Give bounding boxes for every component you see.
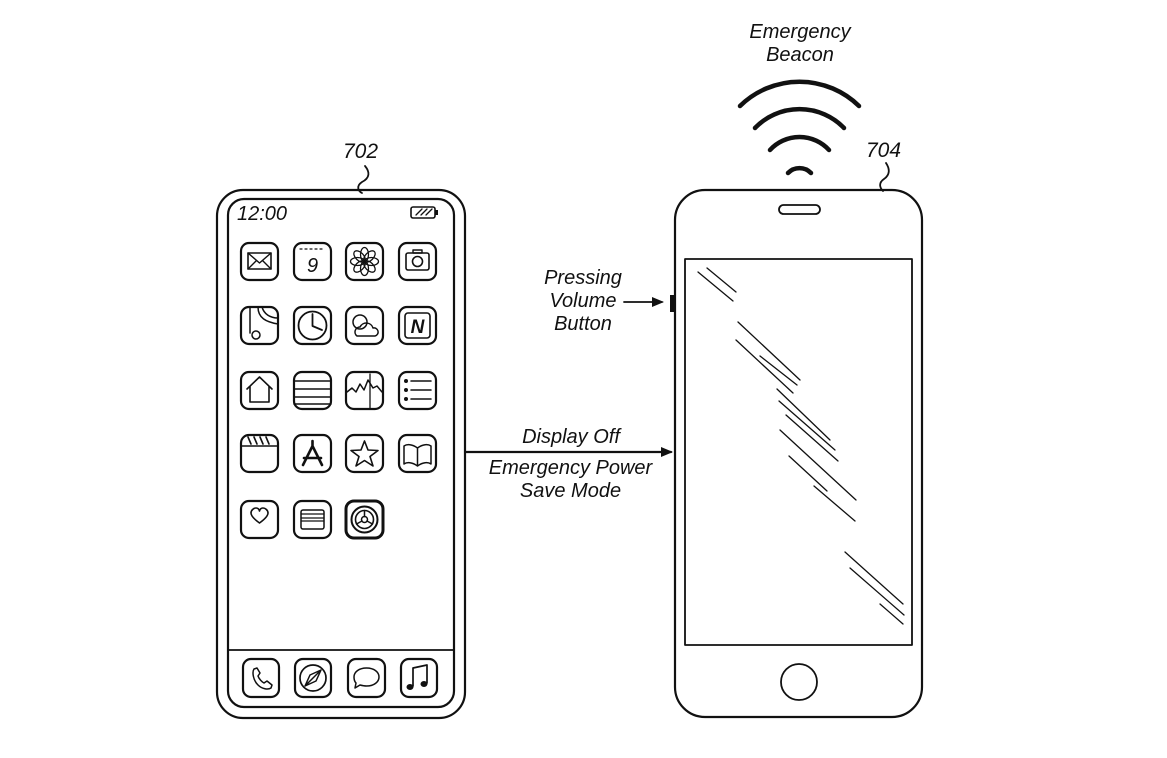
home-button[interactable] (780, 663, 818, 701)
itunes-star-icon[interactable] (344, 433, 385, 474)
volume-button (670, 295, 675, 312)
power-save-label: Emergency Power Save Mode (483, 457, 658, 503)
power-save-line-2: Save Mode (519, 480, 622, 502)
right-phone-body (673, 188, 924, 719)
news-letter: N (411, 317, 426, 338)
app-store-icon[interactable] (292, 433, 333, 474)
camera-icon[interactable] (397, 241, 438, 282)
messages-icon[interactable] (346, 657, 387, 699)
earpiece-speaker (778, 204, 821, 215)
pressing-line-2: Volume (549, 290, 617, 312)
stocks-icon[interactable] (344, 370, 385, 411)
left-phone-body (215, 188, 467, 720)
notes-icon[interactable] (292, 370, 333, 411)
calendar-day: 9 (307, 255, 318, 277)
maps-icon[interactable] (239, 305, 280, 346)
status-time: 12:00 (237, 203, 288, 225)
beacon-label: Emergency Beacon (740, 21, 860, 67)
screen-glare-lines (697, 267, 905, 625)
reference-704: 704 (866, 139, 902, 162)
pressing-line-3: Button (554, 313, 612, 335)
battery-icon (410, 206, 438, 219)
left-phone: 9 (215, 165, 467, 720)
leader-704 (879, 162, 890, 192)
mail-icon[interactable] (239, 241, 280, 282)
left-phone-screen (226, 197, 456, 709)
safari-icon[interactable] (293, 657, 333, 699)
right-phone-display (684, 258, 913, 646)
reference-702: 702 (343, 140, 379, 163)
pressing-line-1: Pressing (544, 267, 622, 289)
health-icon[interactable] (239, 499, 280, 540)
power-save-line-1: Emergency Power (488, 457, 653, 479)
reminders-icon[interactable] (397, 370, 438, 411)
pressing-volume-label: Pressing Volume Button (528, 267, 638, 336)
wallet-icon[interactable] (292, 499, 333, 540)
videos-icon[interactable] (239, 433, 280, 474)
home-icon[interactable] (239, 370, 280, 411)
photos-icon[interactable] (344, 241, 385, 282)
news-icon[interactable]: N (397, 305, 438, 346)
settings-icon[interactable] (344, 499, 385, 540)
books-icon[interactable] (397, 433, 438, 474)
beacon-label-line-1: Emergency (749, 21, 851, 43)
clock-icon[interactable] (292, 305, 333, 346)
phone-icon[interactable] (241, 657, 281, 699)
display-off-label: Display Off (522, 426, 620, 448)
music-icon[interactable] (399, 657, 439, 699)
right-phone (670, 162, 924, 719)
beacon-waves-icon (737, 79, 862, 176)
weather-icon[interactable] (344, 305, 385, 346)
beacon-label-line-2: Beacon (766, 44, 834, 66)
leader-702 (357, 165, 370, 194)
calendar-icon[interactable]: 9 (292, 241, 333, 282)
